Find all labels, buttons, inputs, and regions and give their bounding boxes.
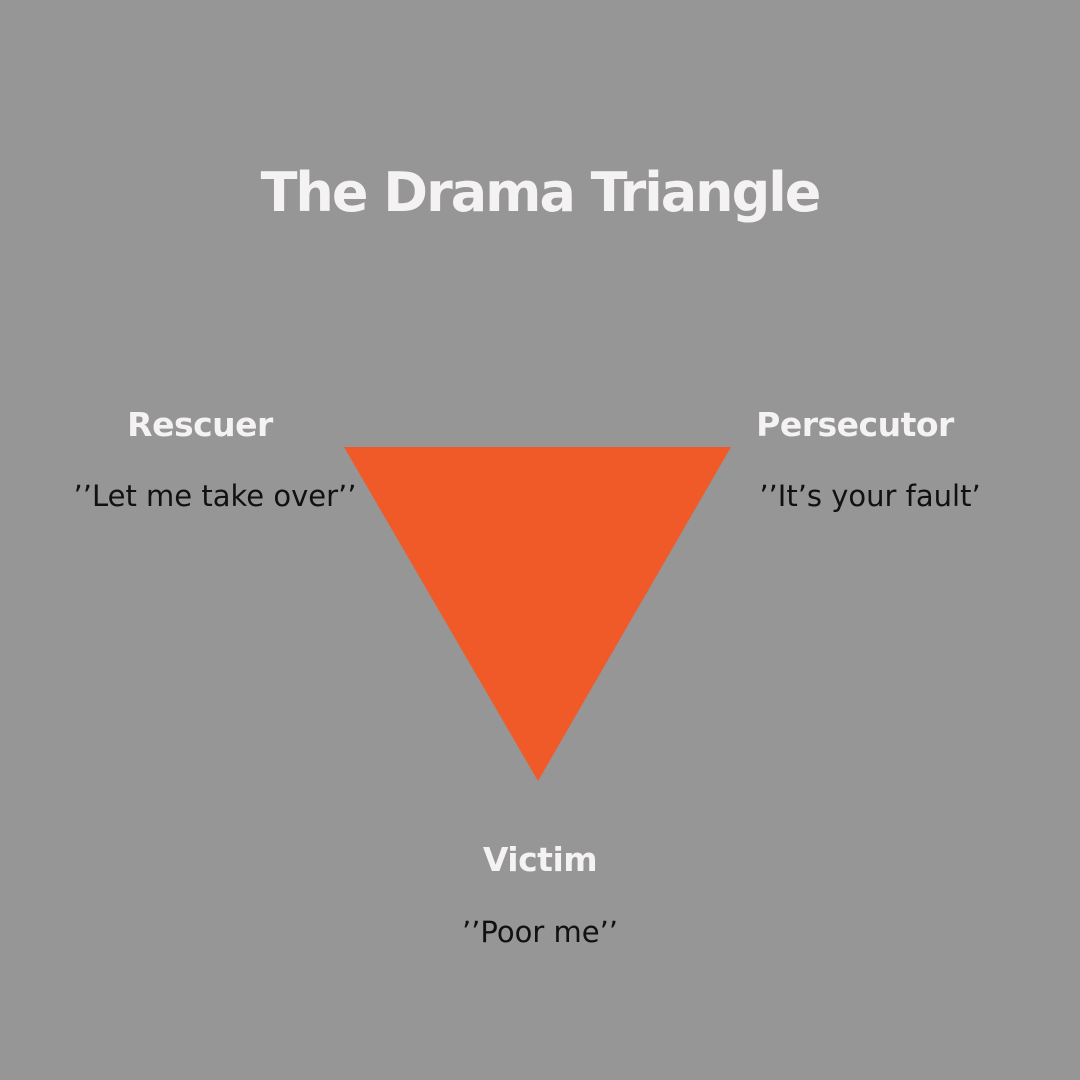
persecutor-quote: ’’It’s your fault’ xyxy=(759,479,981,513)
rescuer-label: Rescuer xyxy=(127,405,273,444)
page-title: The Drama Triangle xyxy=(260,161,822,224)
victim-label: Victim xyxy=(482,840,598,879)
persecutor-label: Persecutor xyxy=(756,405,954,444)
rescuer-quote: ’’Let me take over’’ xyxy=(73,479,357,513)
victim-quote: ’’Poor me’’ xyxy=(461,915,619,949)
triangle-shape xyxy=(344,447,731,781)
